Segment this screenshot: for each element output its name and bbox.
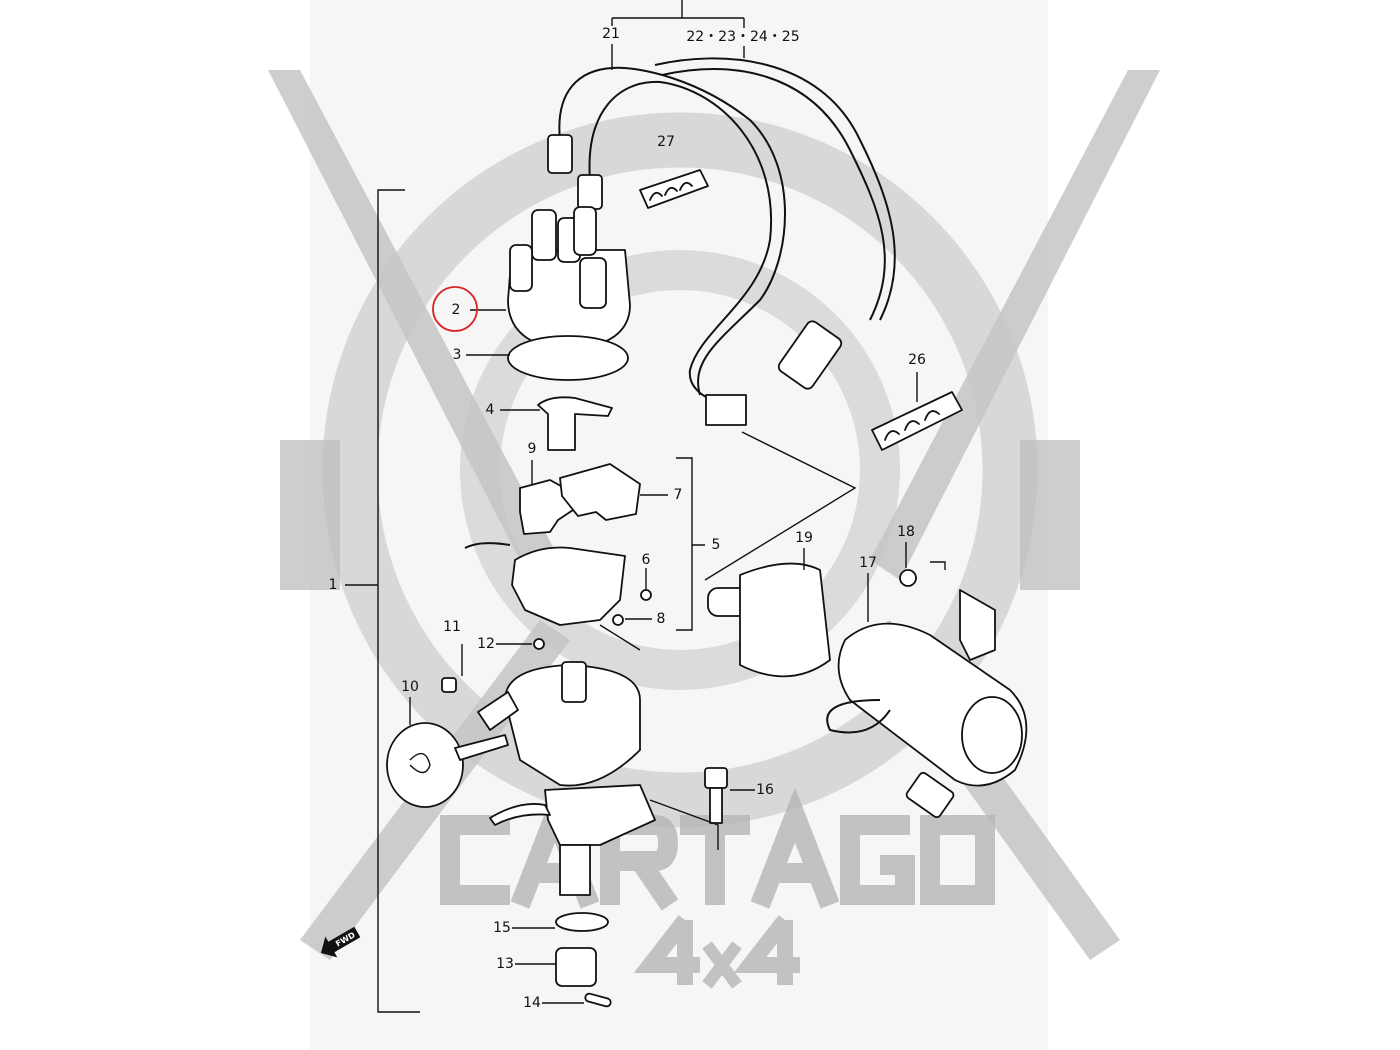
label-9: 9 — [528, 441, 537, 457]
part-labels: 21 22・23・24・25 27 2 3 4 9 7 5 6 8 26 19 … — [329, 26, 926, 1011]
label-6: 6 — [642, 552, 651, 568]
label-22-25: 22・23・24・25 — [686, 29, 799, 45]
screw-18 — [899, 569, 917, 587]
screw-6 — [640, 589, 652, 601]
bracket-5 — [676, 457, 705, 631]
vacuum-advance-10 — [386, 722, 509, 808]
ignition-wire-22-25 — [654, 57, 896, 426]
ignition-coil-19 — [707, 562, 831, 678]
label-27: 27 — [657, 134, 675, 150]
pin-14 — [584, 992, 612, 1008]
lead-bracket — [611, 0, 745, 70]
highlight-circle — [432, 286, 478, 332]
cap-seal-3 — [507, 335, 629, 381]
label-14: 14 — [523, 995, 541, 1011]
label-10: 10 — [401, 679, 419, 695]
label-8: 8 — [657, 611, 666, 627]
rotor-4 — [537, 396, 613, 451]
wire-clamp-26 — [871, 391, 963, 451]
label-15: 15 — [493, 920, 511, 936]
pickup-coil-9 — [519, 479, 574, 535]
label-21: 21 — [602, 26, 620, 42]
bolt-16 — [704, 767, 728, 824]
drive-gear-13 — [555, 947, 597, 987]
bracket-1 — [345, 189, 420, 1013]
label-26: 26 — [908, 352, 926, 368]
distributor-housing — [477, 661, 656, 896]
distributor-cap-2 — [507, 206, 631, 351]
breaker-plate — [511, 546, 626, 626]
label-2: 2 — [452, 302, 461, 318]
label-5: 5 — [712, 537, 721, 553]
label-17: 17 — [859, 555, 877, 571]
clip-12 — [533, 638, 545, 650]
label-11: 11 — [443, 619, 461, 635]
label-4: 4 — [486, 402, 495, 418]
label-12: 12 — [477, 636, 495, 652]
label-18: 18 — [897, 524, 915, 540]
igniter-7 — [559, 463, 641, 521]
label-16: 16 — [756, 782, 774, 798]
label-1: 1 — [329, 577, 338, 593]
screw-8 — [612, 614, 624, 626]
label-19: 19 — [795, 530, 813, 546]
ignition-wire-21 — [547, 66, 786, 401]
label-13: 13 — [496, 956, 514, 972]
screw-11 — [441, 677, 457, 693]
leader-lines — [409, 309, 918, 1004]
o-ring-15 — [555, 912, 609, 932]
label-3: 3 — [453, 347, 462, 363]
watermark-sub-lettering — [633, 915, 800, 989]
label-7: 7 — [674, 487, 683, 503]
wire-clamp-27 — [639, 169, 709, 209]
ignition-coil-17 — [826, 589, 1028, 819]
